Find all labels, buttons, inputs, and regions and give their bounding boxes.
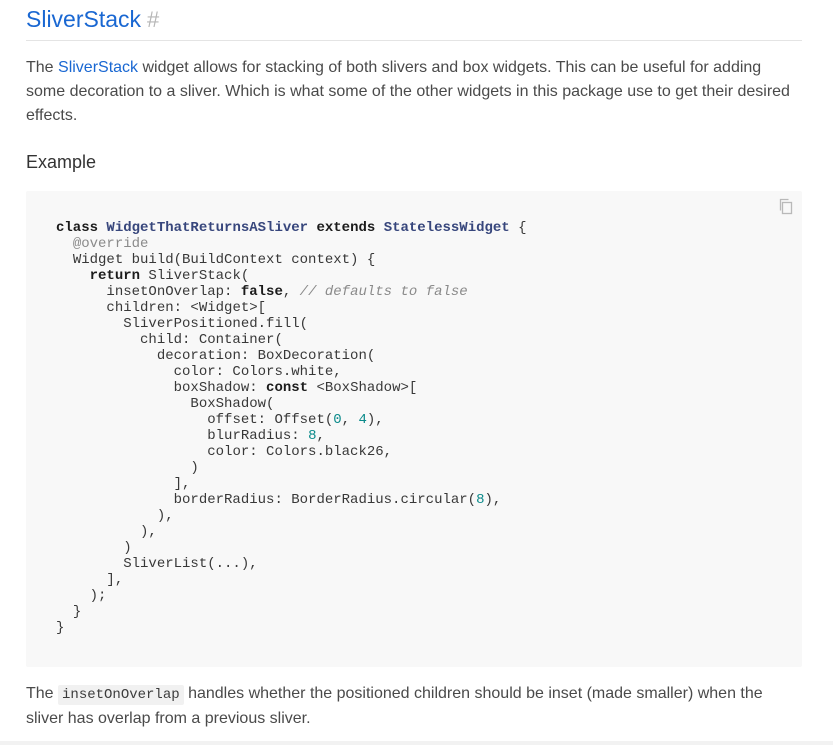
code-token: ), <box>484 492 502 508</box>
section-title-text: SliverStack <box>26 6 142 32</box>
code-token: insetOnOverlap: <box>106 284 241 300</box>
code-token: class <box>56 220 99 236</box>
code-line: SliverList(...), <box>123 556 258 572</box>
code-line: child: Container( <box>140 332 283 348</box>
section-heading: SliverStack# <box>26 2 802 41</box>
code-line: ), <box>140 524 157 540</box>
code-number: 8 <box>308 428 317 444</box>
code-listing: class WidgetThatReturnsASliver extends S… <box>56 220 527 636</box>
code-line: } <box>72 604 82 620</box>
code-token: ), <box>366 412 384 428</box>
inline-code-inset-on-overlap: insetOnOverlap <box>58 685 184 705</box>
code-token: @override <box>72 236 149 252</box>
code-comment: // defaults to false <box>299 284 468 300</box>
code-line: children: <Widget>[ <box>106 300 267 316</box>
bottom-divider <box>0 741 833 745</box>
code-line: ) <box>190 460 199 476</box>
code-token: StatelessWidget <box>383 220 510 236</box>
code-line: Widget build(BuildContext context) { <box>72 252 376 268</box>
code-token: WidgetThatReturnsASliver <box>106 220 309 236</box>
code-token: false <box>240 284 283 300</box>
code-line: } <box>56 620 65 636</box>
code-line: ), <box>156 508 174 524</box>
sliverstack-link[interactable]: SliverStack <box>58 59 139 76</box>
intro-lead: The <box>26 59 59 76</box>
code-number: 8 <box>476 492 485 508</box>
code-block: class WidgetThatReturnsASliver extends S… <box>26 191 802 667</box>
code-line: SliverPositioned.fill( <box>123 316 309 332</box>
intro-rest: widget allows for stacking of both slive… <box>26 59 790 124</box>
code-line: ], <box>106 572 124 588</box>
code-number: 0 <box>333 412 342 428</box>
code-line: decoration: BoxDecoration( <box>156 348 376 364</box>
heading-anchor-link[interactable]: # <box>147 7 160 32</box>
code-token: offset: Offset( <box>207 412 334 428</box>
code-number: 4 <box>358 412 367 428</box>
outro-rest: handles whether the positioned children … <box>26 685 763 727</box>
code-token: const <box>266 380 309 396</box>
code-token: boxShadow: <box>173 380 267 396</box>
code-token: , <box>316 428 325 444</box>
code-token: return <box>89 268 141 284</box>
code-line: color: Colors.white, <box>173 364 342 380</box>
example-heading: Example <box>26 152 97 172</box>
code-token: { <box>509 220 527 236</box>
intro-paragraph: The SliverStack widget allows for stacki… <box>26 56 802 128</box>
code-token: borderRadius: BorderRadius.circular( <box>173 492 477 508</box>
code-token: extends <box>316 220 376 236</box>
code-token: SliverStack( <box>140 268 250 284</box>
code-line: ) <box>123 540 132 556</box>
code-token: blurRadius: <box>207 428 309 444</box>
code-line: ); <box>89 588 107 604</box>
section-title: SliverStack# <box>26 6 159 33</box>
code-line: ], <box>173 476 191 492</box>
outro-lead: The <box>26 685 59 702</box>
code-token: , <box>341 412 359 428</box>
code-token: , <box>282 284 300 300</box>
outro-paragraph: The insetOnOverlap handles whether the p… <box>26 682 802 731</box>
code-token: <BoxShadow>[ <box>308 380 418 396</box>
code-line: color: Colors.black26, <box>207 444 393 460</box>
code-line: BoxShadow( <box>190 396 275 412</box>
copy-icon[interactable] <box>776 196 796 216</box>
